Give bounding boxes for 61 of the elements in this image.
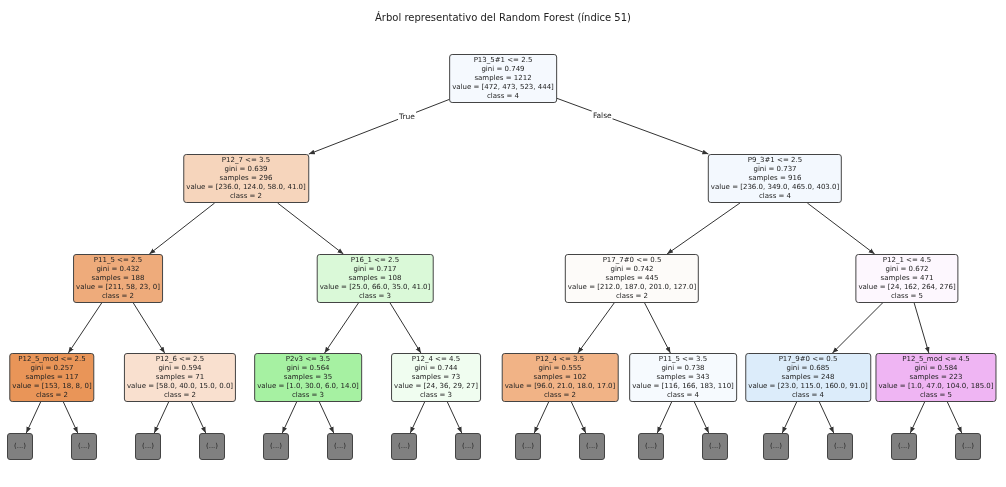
collapsed-node	[391, 433, 417, 460]
arrow	[277, 202, 344, 255]
tree-node	[707, 154, 843, 203]
arrow	[818, 401, 835, 434]
collapsed-node	[71, 433, 97, 460]
arrow	[806, 202, 876, 255]
arrow	[153, 401, 170, 434]
tree-node	[316, 254, 434, 303]
arrow	[148, 202, 216, 255]
arrow	[409, 401, 426, 434]
tree-node	[73, 254, 163, 303]
collapsed-node	[827, 433, 853, 460]
arrow	[570, 401, 587, 434]
tree-node	[391, 353, 481, 402]
arrow	[666, 202, 741, 255]
arrow	[946, 401, 963, 434]
tree-node	[629, 353, 737, 402]
arrow	[318, 401, 335, 434]
arrow	[62, 401, 79, 434]
arrow	[190, 401, 207, 434]
arrow	[913, 302, 930, 354]
collapsed-node	[579, 433, 605, 460]
tree-node	[501, 353, 619, 402]
collapsed-node	[763, 433, 789, 460]
arrow	[533, 401, 550, 434]
collapsed-node	[135, 433, 161, 460]
collapsed-node	[7, 433, 33, 460]
arrow	[781, 401, 798, 434]
arrow	[389, 302, 422, 354]
arrow	[67, 302, 103, 354]
collapsed-node	[638, 433, 664, 460]
tree-node	[183, 154, 309, 203]
collapsed-node	[955, 433, 981, 460]
tree-node	[449, 54, 557, 103]
arrow	[909, 401, 926, 434]
arrow	[132, 302, 166, 354]
tree-node	[745, 353, 871, 402]
arrow	[832, 302, 883, 354]
arrow	[446, 401, 463, 434]
tree-node	[123, 353, 237, 402]
tree-node	[564, 254, 700, 303]
collapsed-node	[263, 433, 289, 460]
arrow	[644, 302, 671, 354]
arrow	[324, 302, 359, 354]
chart-title: Árbol representativo del Random Forest (índice 51)	[374, 12, 632, 23]
tree-node	[254, 353, 362, 402]
tree-node	[875, 353, 997, 402]
tree-node	[9, 353, 95, 402]
collapsed-node	[891, 433, 917, 460]
tree-node	[855, 254, 959, 303]
collapsed-node	[327, 433, 353, 460]
collapsed-node	[199, 433, 225, 460]
collapsed-node	[515, 433, 541, 460]
collapsed-node	[702, 433, 728, 460]
arrow	[656, 401, 673, 434]
arrow	[25, 401, 42, 434]
arrow	[577, 302, 615, 354]
collapsed-node	[455, 433, 481, 460]
arrow	[693, 401, 710, 434]
arrow	[308, 98, 450, 155]
arrow	[281, 401, 298, 434]
